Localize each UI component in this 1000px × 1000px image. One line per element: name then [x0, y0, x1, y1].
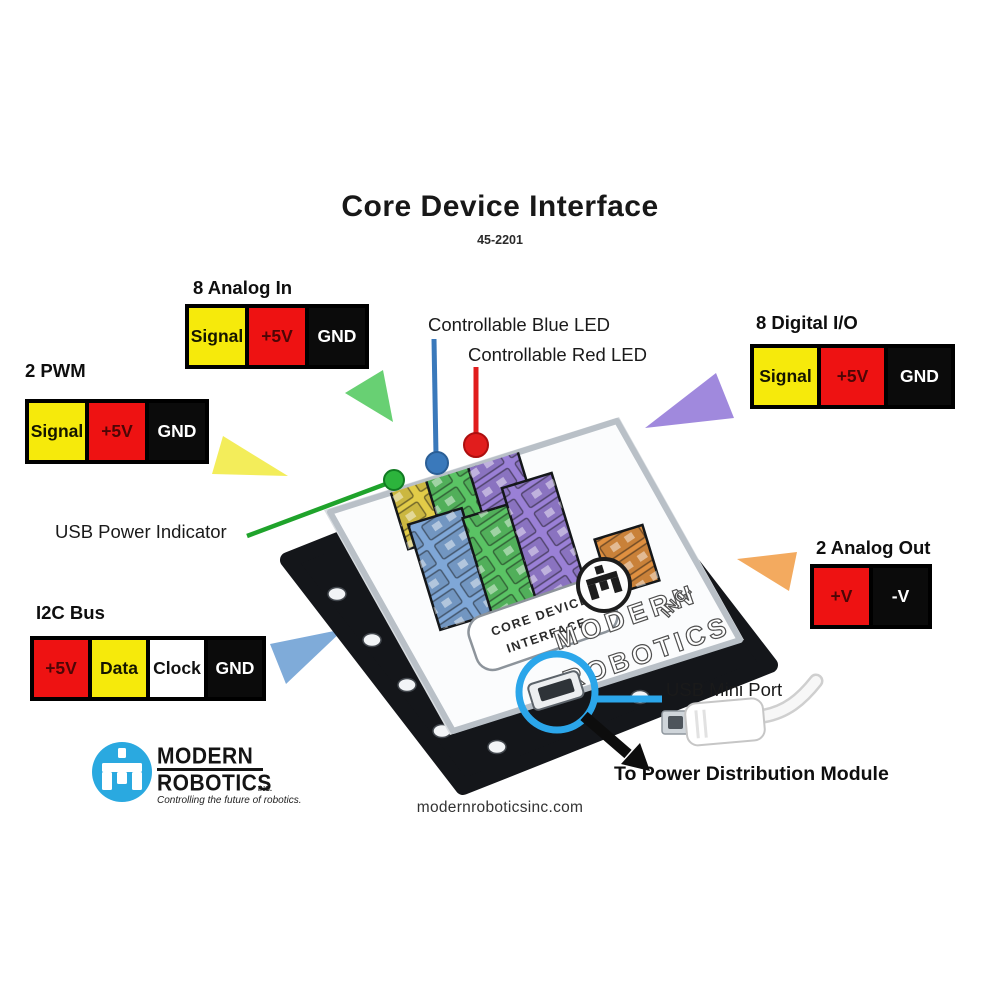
blue-led-callout-line — [431, 338, 439, 456]
blue-led-label: Controllable Blue LED — [428, 314, 611, 335]
pin-cell-gnd: GND — [309, 308, 365, 365]
usb-mini-label: USB Mini Port — [666, 679, 783, 700]
digital-io-label: 8 Digital I/O — [756, 312, 858, 333]
analog-out-label: 2 Analog Out — [816, 537, 931, 558]
pin-cell-gnd: GND — [888, 348, 951, 405]
pin-cell-signal: Signal — [754, 348, 817, 405]
usb-port-highlight-circle — [515, 650, 599, 734]
model-number: 45-2201 — [477, 233, 523, 247]
analog-in-pin-table: Signal +5V GND — [185, 304, 369, 369]
website-url: modernroboticsinc.com — [416, 799, 584, 816]
logo-inc-suffix: INC. — [258, 786, 272, 793]
pwm-pointer-triangle-icon — [212, 436, 288, 476]
usb-power-callout-line — [246, 479, 392, 539]
power-module-label: To Power Distribution Module — [614, 763, 889, 785]
pin-cell-gnd: GND — [208, 640, 262, 697]
usb-mini-port-connector — [527, 670, 585, 711]
pin-cell-clock: Clock — [150, 640, 204, 697]
analog-out-pointer-triangle-icon — [737, 552, 797, 591]
pin-cell-signal: Signal — [189, 308, 245, 365]
analog-in-label: 8 Analog In — [193, 277, 293, 298]
pwm-label: 2 PWM — [25, 360, 86, 381]
modern-robotics-logo-text: MODERN ROBOTICS INC. Controlling the fut… — [157, 744, 377, 806]
blue-led-dot-icon — [425, 451, 449, 475]
modern-robotics-logo-icon — [92, 742, 152, 802]
i2c-pin-table: +5V Data Clock GND — [30, 636, 266, 701]
analog-out-pin-table: +V -V — [810, 564, 932, 629]
digital-io-pointer-triangle-icon — [645, 373, 734, 428]
logo-divider — [157, 768, 263, 771]
pin-cell-plus-v: +V — [814, 568, 869, 625]
power-module-arrow-icon — [580, 711, 650, 771]
usb-power-led-dot-icon — [383, 469, 405, 491]
pin-cell-gnd: GND — [149, 403, 205, 460]
red-led-dot-icon — [463, 432, 489, 458]
pwm-pin-table: Signal +5V GND — [25, 399, 209, 464]
usb-power-label: USB Power Indicator — [55, 521, 227, 542]
i2c-pointer-triangle-icon — [270, 629, 344, 684]
pin-cell-5v: +5V — [34, 640, 88, 697]
logo-name-line2: ROBOTICS — [157, 771, 272, 796]
analog-in-pointer-triangle-icon — [345, 370, 393, 422]
device-name-plate: CORE DEVICE INTERFACE — [467, 576, 619, 672]
page-title: Core Device Interface — [341, 190, 659, 223]
digital-io-pin-table: Signal +5V GND — [750, 344, 955, 409]
pin-cell-5v: +5V — [249, 308, 305, 365]
device-logo-badge — [576, 557, 632, 613]
pin-cell-minus-v: -V — [873, 568, 928, 625]
logo-name-line1: MODERN — [157, 744, 254, 769]
i2c-label: I2C Bus — [36, 602, 105, 623]
robot-logo-icon — [585, 564, 623, 601]
red-led-label: Controllable Red LED — [468, 344, 647, 365]
pin-cell-data: Data — [92, 640, 146, 697]
pin-cell-5v: +5V — [821, 348, 884, 405]
logo-tagline: Controlling the future of robotics. — [157, 795, 302, 806]
usb-cable-plug — [661, 673, 824, 747]
pin-cell-signal: Signal — [29, 403, 85, 460]
pin-cell-5v: +5V — [89, 403, 145, 460]
